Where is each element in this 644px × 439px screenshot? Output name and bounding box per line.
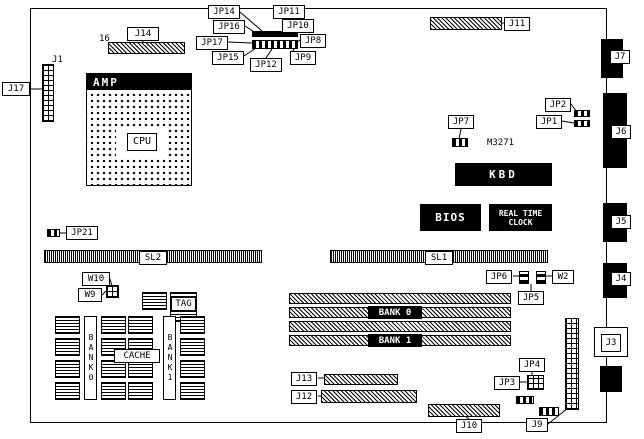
label-w10: W10 <box>82 272 110 286</box>
cache-chip <box>101 382 126 400</box>
rtc-chip: REAL TIME CLOCK <box>489 204 552 231</box>
jumper-w2 <box>536 271 546 284</box>
label-j9: J9 <box>526 418 548 432</box>
cache-chip <box>55 360 80 378</box>
cache-chip <box>128 316 153 334</box>
label-bank0: BANK 0 <box>368 306 422 319</box>
sram-bank0: BANK0 <box>84 316 97 400</box>
label-jp4: JP4 <box>519 358 545 372</box>
label-cache: CACHE <box>114 349 160 363</box>
jumper-jp1 <box>574 120 590 127</box>
kbd-chip: KBD <box>455 163 552 186</box>
label-j1: J1 <box>52 55 63 65</box>
label-sl2: SL2 <box>139 251 167 265</box>
jumper-bottom-1 <box>516 396 534 404</box>
jumper-jp21 <box>47 229 60 237</box>
label-m3271: M3271 <box>487 138 515 148</box>
label-jp10: JP10 <box>282 19 314 33</box>
jumper-block-top <box>252 31 298 37</box>
label-jp1: JP1 <box>536 115 562 129</box>
bios-chip: BIOS <box>420 204 481 231</box>
jumper-jp7 <box>452 138 468 147</box>
label-jp14: JP14 <box>208 5 240 19</box>
cache-chip <box>142 292 167 310</box>
cache-chip <box>180 382 205 400</box>
label-jp9: JP9 <box>290 51 316 65</box>
jumper-pins-top <box>252 40 298 49</box>
connector-j10 <box>428 404 500 417</box>
label-bank1: BANK 1 <box>368 334 422 347</box>
label-jp12: JP12 <box>250 58 282 72</box>
simm-socket <box>289 293 511 304</box>
jumper-jp3-jp4 <box>527 375 544 390</box>
connector-j9 <box>565 318 579 410</box>
label-j4: J4 <box>611 272 631 286</box>
label-jp21: JP21 <box>66 226 98 240</box>
connector-j14 <box>108 42 185 54</box>
label-jp16: JP16 <box>213 20 245 34</box>
label-jp17: JP17 <box>196 36 228 50</box>
label-j3: J3 <box>601 334 621 352</box>
label-jp8: JP8 <box>300 34 326 48</box>
cache-chip <box>180 338 205 356</box>
label-jp5: JP5 <box>518 291 544 305</box>
cache-chip <box>55 382 80 400</box>
cache-chip <box>180 316 205 334</box>
label-jp11: JP11 <box>273 5 305 19</box>
label-j10: J10 <box>456 419 482 433</box>
label-j5: J5 <box>611 215 631 229</box>
cache-chip <box>55 338 80 356</box>
cache-chip <box>180 360 205 378</box>
label-tag: TAG <box>171 297 196 311</box>
jumper-jp2 <box>574 110 590 117</box>
j14-pin1-label: 16 <box>99 34 110 44</box>
jumper-bottom-2 <box>539 407 559 416</box>
connector-j12 <box>321 390 417 403</box>
label-jp3: JP3 <box>494 376 520 390</box>
cache-chip <box>101 360 126 378</box>
sram-bank1: BANK1 <box>163 316 176 400</box>
label-cpu: CPU <box>127 133 157 151</box>
label-j17: J17 <box>2 82 30 96</box>
label-jp6: JP6 <box>486 270 512 284</box>
label-jp2: JP2 <box>545 98 571 112</box>
label-sl1: SL1 <box>425 251 453 265</box>
cache-chip <box>101 316 126 334</box>
connector-j11 <box>430 17 502 30</box>
jumper-w9-w10 <box>106 285 119 298</box>
label-jp7: JP7 <box>448 115 474 129</box>
label-w9: W9 <box>78 288 102 302</box>
label-j14: J14 <box>127 27 159 41</box>
label-j11: J11 <box>504 17 530 31</box>
connector-bottom-right <box>600 366 622 392</box>
label-jp15: JP15 <box>212 51 244 65</box>
label-j12: J12 <box>291 390 317 404</box>
cache-chip <box>55 316 80 334</box>
label-j6: J6 <box>611 125 631 139</box>
label-j7: J7 <box>610 50 630 64</box>
connector-j13 <box>324 374 398 385</box>
simm-socket <box>289 321 511 332</box>
label-w2: W2 <box>552 270 574 284</box>
cpu-socket-amp-bar: AMP <box>87 74 191 90</box>
jumper-jp6 <box>519 271 529 284</box>
cache-chip <box>128 382 153 400</box>
connector-j17 <box>42 64 54 122</box>
label-j13: J13 <box>291 372 317 386</box>
